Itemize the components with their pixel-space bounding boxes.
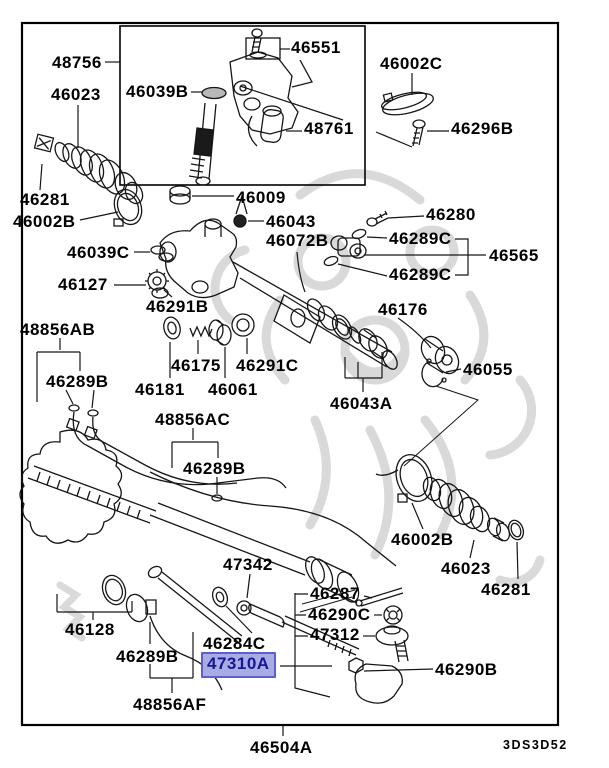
art-spring-plug-row: [163, 313, 255, 346]
part-label-46072b[interactable]: 46072B: [266, 231, 329, 250]
art-tie-rod-row: [211, 586, 409, 704]
part-label-46291b[interactable]: 46291B: [146, 297, 209, 316]
art-spring-46175: [189, 325, 213, 338]
part-label-46289c-2[interactable]: 46289C: [389, 265, 452, 284]
part-label-48856ab[interactable]: 48856AB: [20, 320, 96, 339]
art-clamp-46281-bot: [507, 519, 525, 541]
part-label-46504a[interactable]: 46504A: [250, 738, 313, 757]
art-sensor-48761: [247, 105, 284, 147]
art-washer-46284c: [211, 586, 229, 608]
part-label-46280[interactable]: 46280: [426, 205, 476, 224]
part-label-46551[interactable]: 46551: [291, 38, 341, 57]
part-label-46290b[interactable]: 46290B: [435, 660, 498, 679]
part-label-46296b[interactable]: 46296B: [451, 119, 514, 138]
art-cap-46290c: [383, 605, 403, 625]
part-label-47310a[interactable]: 47310A: [201, 652, 276, 678]
part-label-46043[interactable]: 46043: [266, 212, 316, 231]
part-label-46181[interactable]: 46181: [135, 380, 185, 399]
part-label-46039b[interactable]: 46039B: [126, 82, 189, 101]
art-clamp-46002c: [380, 91, 434, 116]
part-label-46127[interactable]: 46127: [58, 275, 108, 294]
art-assembled-rack: [19, 404, 397, 691]
part-label-46281-bot[interactable]: 46281: [481, 580, 531, 599]
part-art: [19, 28, 525, 704]
part-label-46284c[interactable]: 46284C: [203, 634, 266, 653]
art-pipe-46289b-1: [72, 411, 287, 489]
art-nut-46291c: [231, 313, 255, 337]
part-label-46290c[interactable]: 46290C: [308, 605, 371, 624]
part-label-46289b-3[interactable]: 46289B: [116, 647, 179, 666]
art-clamp-46002b-top: [113, 188, 143, 226]
art-valve-housing: [188, 51, 313, 186]
part-label-46061[interactable]: 46061: [208, 380, 258, 399]
part-label-46055[interactable]: 46055: [463, 360, 513, 379]
part-label-46289b-2[interactable]: 46289B: [183, 459, 246, 478]
part-label-46039c[interactable]: 46039C: [67, 243, 130, 262]
part-label-46128[interactable]: 46128: [65, 620, 115, 639]
part-label-46565[interactable]: 46565: [489, 246, 539, 265]
part-label-46023-top[interactable]: 46023: [51, 85, 101, 104]
art-disc-46181: [163, 316, 181, 340]
part-label-46009[interactable]: 46009: [236, 188, 286, 207]
art-boot-top-left: [33, 133, 144, 227]
art-cup-46291b: [151, 287, 169, 299]
part-label-46289c-1[interactable]: 46289C: [389, 229, 452, 248]
art-snapring-46055: [421, 361, 444, 388]
part-label-46281-top[interactable]: 46281: [20, 190, 70, 209]
part-label-46002b-bot[interactable]: 46002B: [391, 530, 454, 549]
art-fitting-46565: [323, 210, 389, 267]
part-label-46043a[interactable]: 46043A: [330, 394, 393, 413]
art-bolt-46551: [249, 28, 267, 59]
art-pipe-46128: [157, 571, 243, 643]
art-bolt-46296b: [412, 119, 426, 147]
part-label-48761[interactable]: 48761: [304, 119, 354, 138]
art-boot-bottom-right: [375, 454, 525, 542]
outer-border-box: [20, 21, 560, 727]
art-balljoint-47342: [236, 600, 252, 616]
drawing-code: 3DS3D52: [503, 738, 568, 752]
art-fitting-48856af: [145, 599, 157, 615]
part-label-48856af[interactable]: 48856AF: [133, 695, 207, 714]
watermark-ornament: [56, 169, 545, 642]
art-nut-46290b: [348, 657, 364, 674]
part-label-47312[interactable]: 47312: [310, 625, 360, 644]
part-label-48756[interactable]: 48756: [52, 53, 102, 72]
part-label-47342[interactable]: 47342: [223, 555, 273, 574]
part-label-48856ac[interactable]: 48856AC: [155, 410, 231, 429]
part-label-46176[interactable]: 46176: [378, 300, 428, 319]
art-rack-end-group: [306, 298, 460, 388]
part-label-46289b-1[interactable]: 46289B: [46, 372, 109, 391]
art-tierodend: [354, 663, 403, 704]
part-label-46002b-top[interactable]: 46002B: [13, 212, 76, 231]
art-clip-46287: [359, 587, 404, 607]
art-bushing-46176: [420, 335, 446, 365]
part-label-46287[interactable]: 46287: [310, 584, 360, 603]
art-dustcover-47312: [375, 626, 409, 646]
part-label-46291c[interactable]: 46291C: [236, 356, 299, 375]
inset-box: [119, 25, 366, 186]
part-label-46023-bot[interactable]: 46023: [441, 559, 491, 578]
art-seal-46039b: [201, 86, 227, 100]
art-pipe-48856ac: [149, 471, 397, 567]
part-label-46175[interactable]: 46175: [171, 356, 221, 375]
art-bracket-46072b: [273, 294, 321, 344]
art-seals-left: [145, 245, 174, 299]
part-label-46002c[interactable]: 46002C: [380, 54, 443, 73]
leader-lines: [36, 48, 519, 736]
